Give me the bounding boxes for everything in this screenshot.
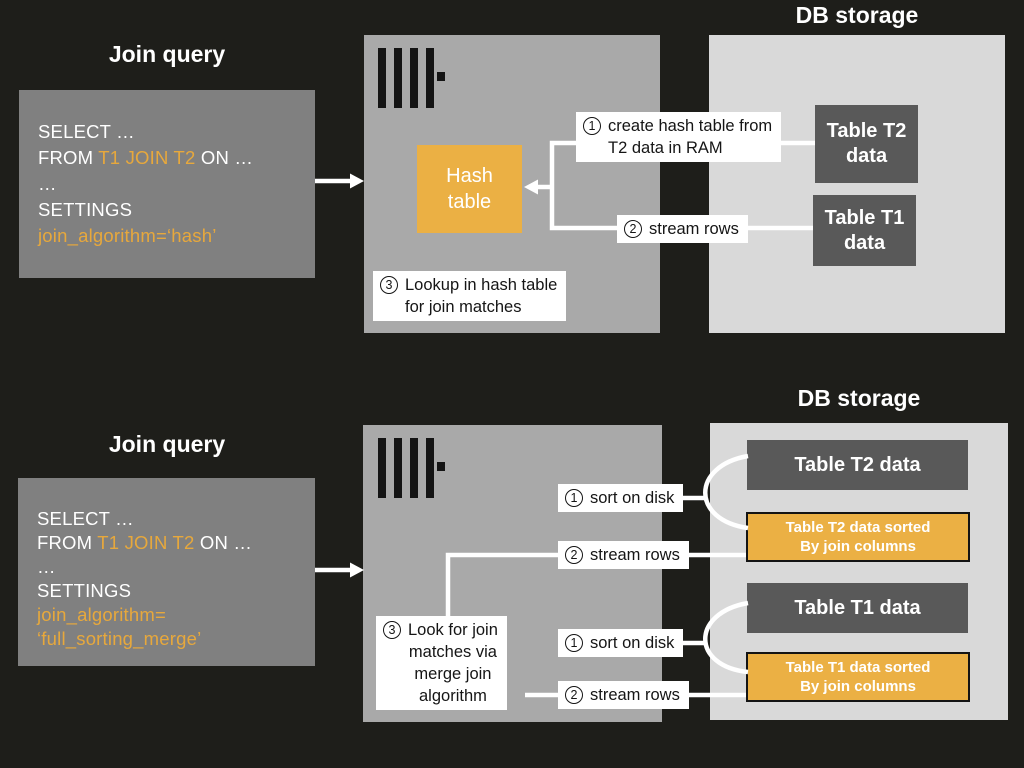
sql-line-join-algorithm: join_algorithm=	[37, 604, 166, 625]
bottom-db-storage-title: DB storage	[797, 385, 921, 411]
step-number-circle: 3	[383, 621, 401, 639]
step-stream-rows-label: 2 stream rows	[617, 215, 748, 243]
sql-line-join-algorithm-value: ‘full_sorting_merge’	[37, 628, 202, 649]
step-number-circle: 2	[624, 220, 642, 238]
top-query-box: SELECT … FROM T1 JOIN T2 ON … … SETTINGS…	[19, 90, 315, 278]
step-sort-t2-label: 1 sort on disk	[558, 484, 684, 512]
bottom-table-t2-box: Table T2 data	[747, 440, 968, 490]
bottom-query-box: SELECT … FROM T1 JOIN T2 ON … … SETTINGS…	[18, 478, 315, 666]
top-db-storage-box	[709, 35, 1005, 333]
bottom-join-query-title: Join query	[108, 431, 226, 457]
top-sql-code: SELECT … FROM T1 JOIN T2 ON … … SETTINGS…	[19, 90, 315, 249]
sql-line: …	[38, 173, 57, 194]
sql-line: FROM T1 JOIN T2 ON …	[38, 147, 254, 168]
step-number-circle: 2	[565, 686, 583, 704]
step-number-circle: 2	[565, 546, 583, 564]
sql-line: FROM T1 JOIN T2 ON …	[37, 532, 253, 553]
step-sort-t1-label: 1 sort on disk	[558, 629, 684, 657]
clickhouse-logo-icon	[378, 438, 448, 498]
top-join-query-title: Join query	[108, 41, 226, 67]
step-number-circle: 1	[565, 634, 583, 652]
sql-line-join-algorithm: join_algorithm=‘hash’	[38, 225, 217, 246]
step-stream-t2-label: 2 stream rows	[558, 541, 689, 569]
step-stream-t1-label: 2 stream rows	[558, 681, 689, 709]
arrow-query-to-server-head	[350, 173, 364, 189]
top-db-storage-title: DB storage	[795, 2, 919, 28]
step-number-circle: 1	[583, 117, 601, 135]
clickhouse-logo-icon	[378, 48, 448, 108]
step-lookup-label: 3 Lookup in hash table for join matches	[373, 271, 567, 321]
sql-line: SETTINGS	[38, 199, 133, 220]
bottom-table-t1-box: Table T1 data	[747, 583, 968, 633]
sql-line: …	[37, 556, 56, 577]
step-create-hash-label: 1 create hash table from T2 data in RAM	[576, 112, 782, 162]
step-number-circle: 1	[565, 489, 583, 507]
arrow-query-to-server-head	[350, 562, 364, 578]
step-number-circle: 3	[380, 276, 398, 294]
bottom-sql-code: SELECT … FROM T1 JOIN T2 ON … … SETTINGS…	[18, 478, 315, 651]
sql-line: SELECT …	[37, 508, 134, 529]
step-merge-join-label: 3 Look for join matches via merge join a…	[376, 616, 507, 710]
sql-line: SELECT …	[38, 121, 135, 142]
sql-line: SETTINGS	[37, 580, 132, 601]
